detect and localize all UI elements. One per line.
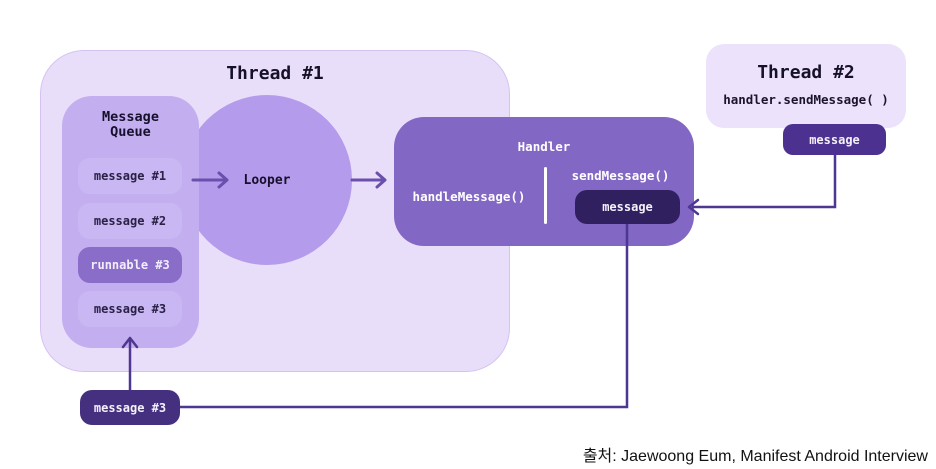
thread1-title: Thread #1 [226,63,324,84]
source-caption: 출처: Jaewoong Eum, Manifest Android Inter… [582,448,928,465]
thread2-container: Thread #2 handler.sendMessage( ) [706,44,906,128]
queue-item-runnable-3: runnable #3 [78,247,182,283]
queue-item-message-1: message #1 [78,158,182,194]
handler-divider [544,167,547,224]
handler-message-chip: message [575,190,680,224]
handler-title: Handler [517,139,571,154]
message-queue-title: Message Queue [62,110,199,140]
send-message-label: sendMessage() [571,168,670,183]
handler-box: Handler handleMessage() sendMessage() me… [394,117,694,246]
queue-item-message-3: message #3 [78,291,182,327]
thread2-message-chip: message [783,124,886,155]
message-queue-title-line1: Message [102,109,159,125]
queue-item-message-2: message #2 [78,203,182,239]
thread2-code: handler.sendMessage( ) [723,92,889,107]
looper-label: Looper [243,172,291,188]
thread2-to-handler-connector [692,155,837,209]
message-queue-title-line2: Queue [110,124,151,140]
bottom-message-3-chip: message #3 [80,390,180,425]
message-queue-box: Message Queue message #1 message #2 runn… [62,96,199,348]
thread2-title: Thread #2 [757,62,855,83]
handle-message-label: handleMessage() [412,189,526,204]
looper-circle: Looper [182,95,352,265]
